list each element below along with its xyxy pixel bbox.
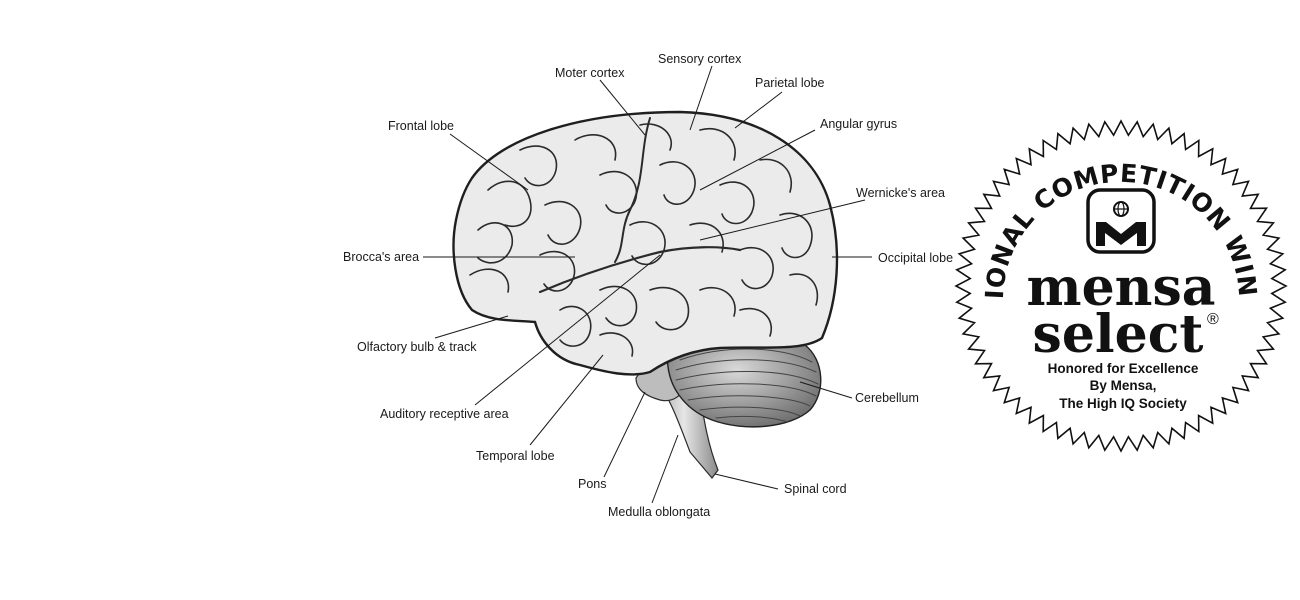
label-auditory-area: Auditory receptive area [380,407,509,421]
label-wernickes-area: Wernicke's area [856,186,945,200]
label-frontal-lobe: Frontal lobe [388,119,454,133]
cerebrum-shape [452,110,839,376]
label-pons: Pons [578,477,607,491]
leader-frontal-lobe [449,133,529,191]
label-spinal-cord: Spinal cord [784,482,847,496]
leader-lines [423,65,872,504]
leader-parietal-lobe [734,91,783,129]
seal-brand-line2: select [1033,304,1204,365]
leader-pons [603,391,646,478]
leader-wernickes-area [699,199,866,241]
diagram-labels: Sensory cortex Moter cortex Parietal lob… [343,52,953,519]
leader-angular-gyrus [699,129,816,191]
leader-cerebellum [799,381,853,399]
mensa-logo-icon [1086,188,1156,254]
label-parietal-lobe: Parietal lobe [755,76,825,90]
label-occipital-lobe: Occipital lobe [878,251,953,265]
leader-medulla [651,434,679,504]
leader-temporal-lobe [529,354,604,446]
brain-illustration [452,110,839,479]
leader-spinal-cord [714,473,779,490]
leader-olfactory-bulb [434,315,509,339]
label-cerebellum: Cerebellum [855,391,919,405]
seal-honor-line1: Honored for Excellence [1048,361,1199,376]
label-temporal-lobe: Temporal lobe [476,449,555,463]
label-olfactory-bulb: Olfactory bulb & track [357,340,477,354]
seal-registered-mark: ® [1207,311,1219,328]
label-angular-gyrus: Angular gyrus [820,117,897,131]
label-sensory-cortex: Sensory cortex [658,52,742,66]
leader-auditory-area [474,254,661,406]
seal-honor-line2: By Mensa, [1090,378,1157,393]
seal-brand-line1: mensa [1027,257,1216,318]
label-moter-cortex: Moter cortex [555,66,625,80]
label-medulla: Medulla oblongata [608,505,710,519]
seal-honor-line3: The High IQ Society [1059,396,1187,411]
cerebellum-folia [675,348,819,423]
leader-sensory-cortex [689,65,713,131]
leader-moter-cortex [599,79,646,136]
seal-starburst [954,119,1288,453]
label-brocas-area: Brocca's area [343,250,419,264]
cerebrum-gyri [469,117,819,357]
